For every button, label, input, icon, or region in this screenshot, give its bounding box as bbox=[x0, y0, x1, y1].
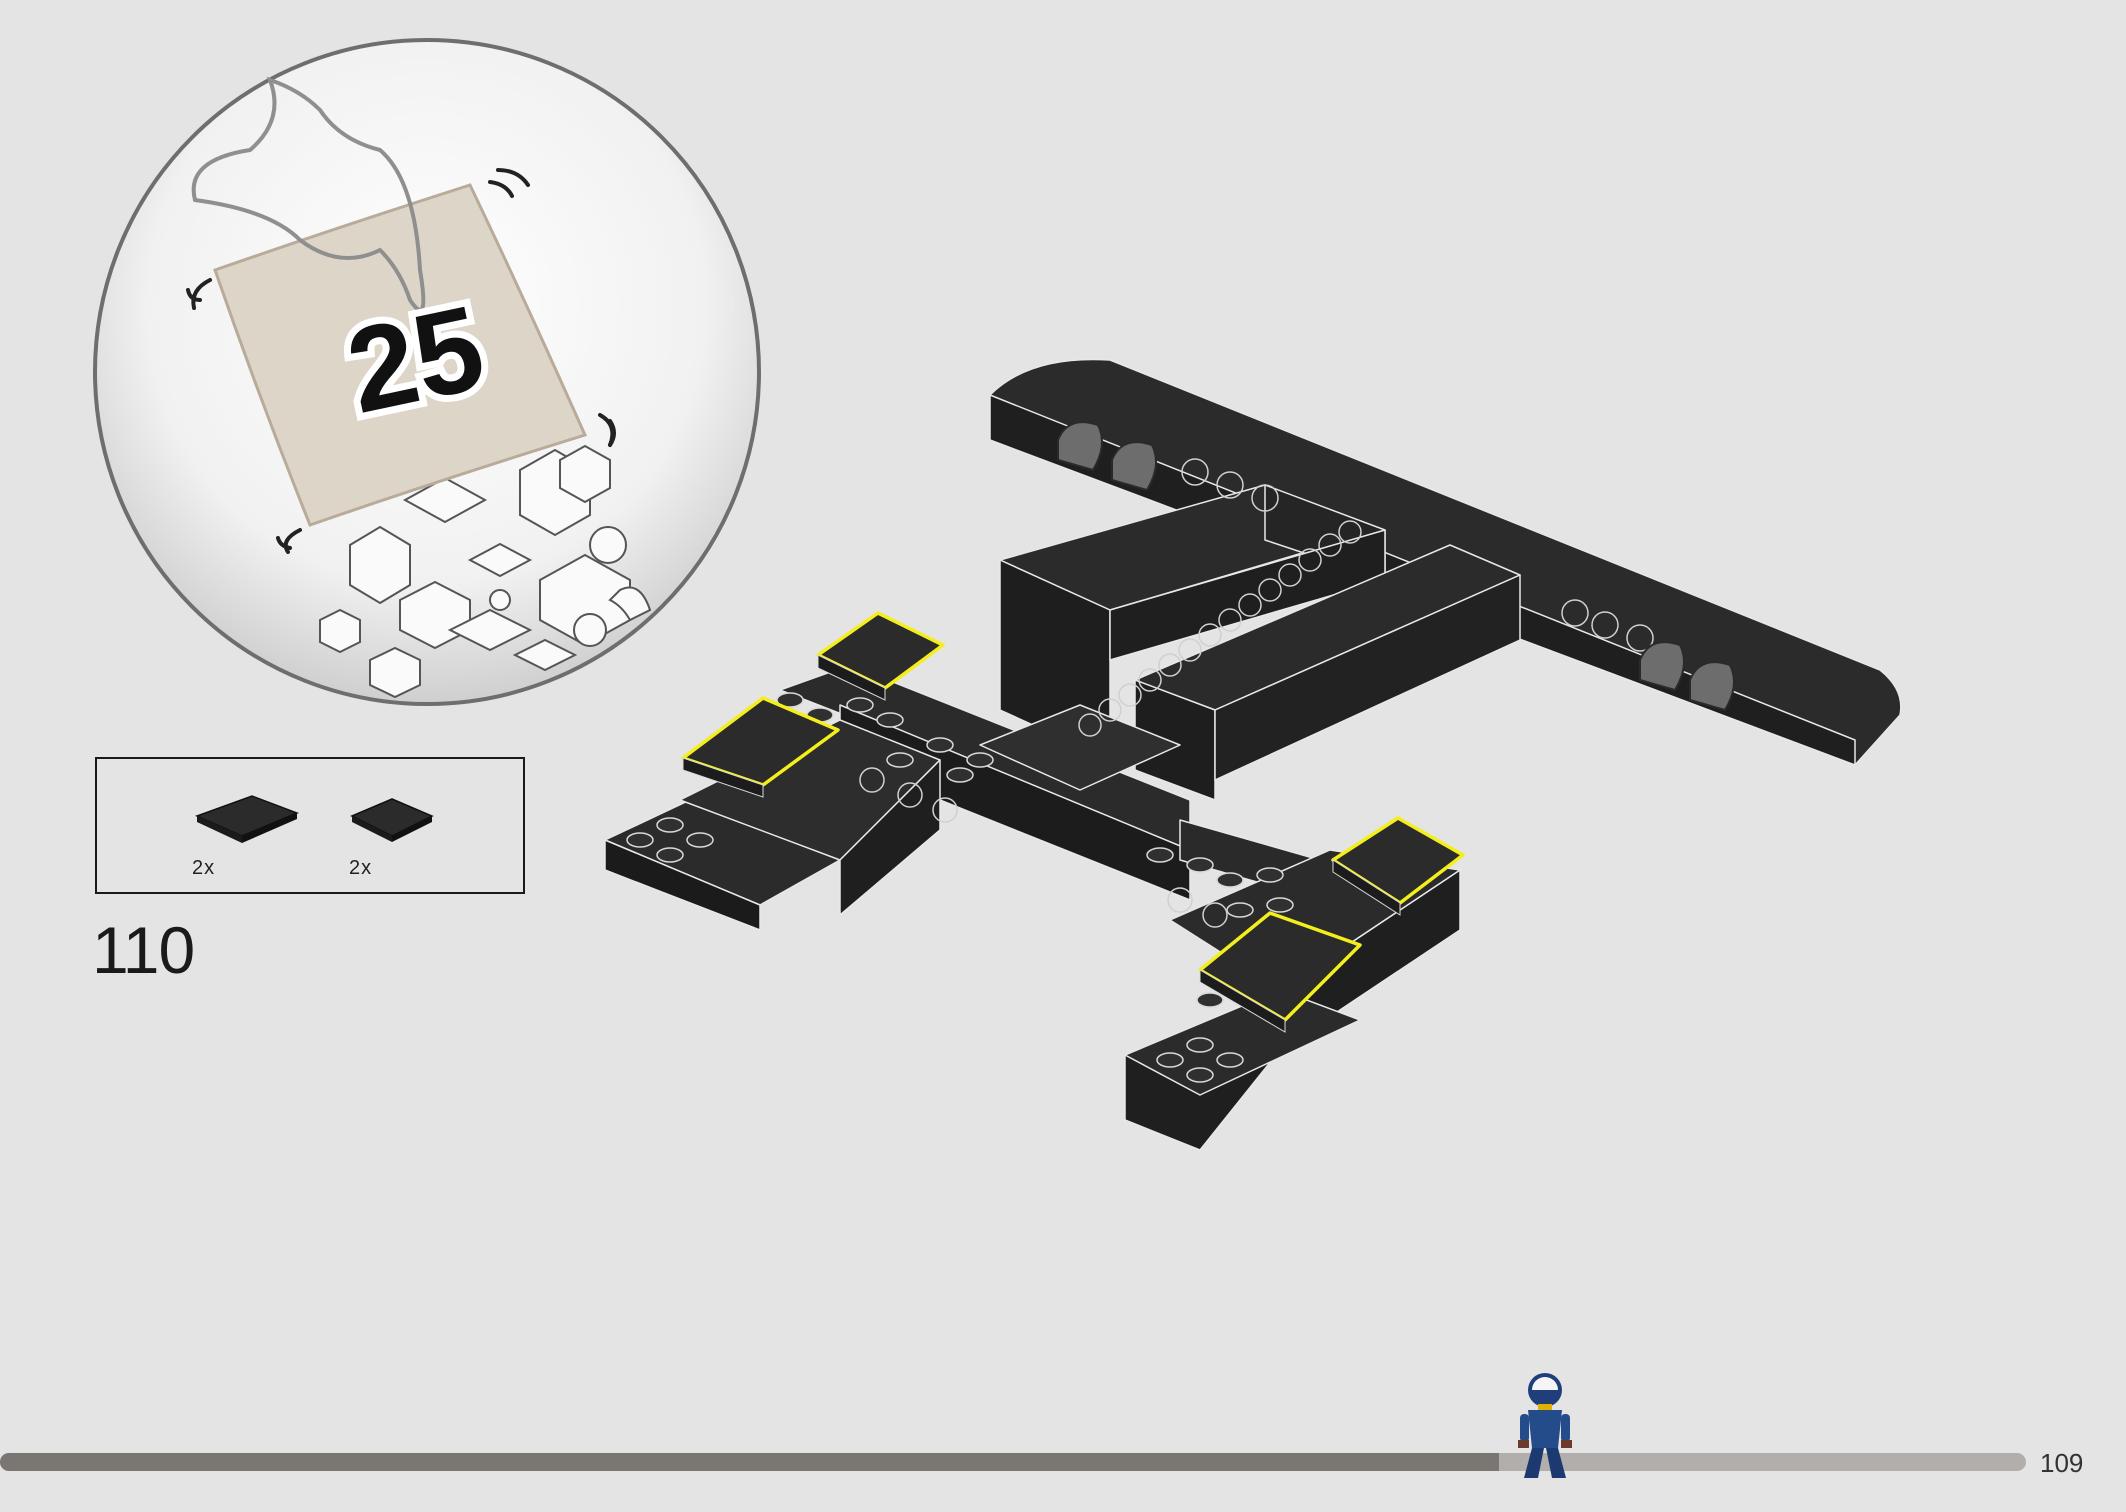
progress-fill bbox=[0, 1453, 1500, 1471]
model-assembly bbox=[604, 358, 1902, 1151]
step-number: 110 bbox=[92, 913, 195, 987]
bag-icon bbox=[213, 183, 588, 527]
tile-2x2-icon bbox=[350, 798, 434, 842]
bag-callout: 25 bbox=[93, 38, 761, 706]
parts-list-box: 2x 2x bbox=[95, 757, 525, 894]
minifigure-icon bbox=[1518, 1373, 1572, 1478]
progress-bar bbox=[0, 1453, 2026, 1471]
bricks-icon bbox=[319, 444, 652, 699]
part-quantity: 2x bbox=[192, 857, 216, 879]
hand-icon bbox=[191, 76, 426, 312]
part-quantity: 2x bbox=[349, 857, 373, 879]
tile-2x2-icon bbox=[194, 795, 300, 843]
page-number: 109 bbox=[2040, 1448, 2084, 1478]
